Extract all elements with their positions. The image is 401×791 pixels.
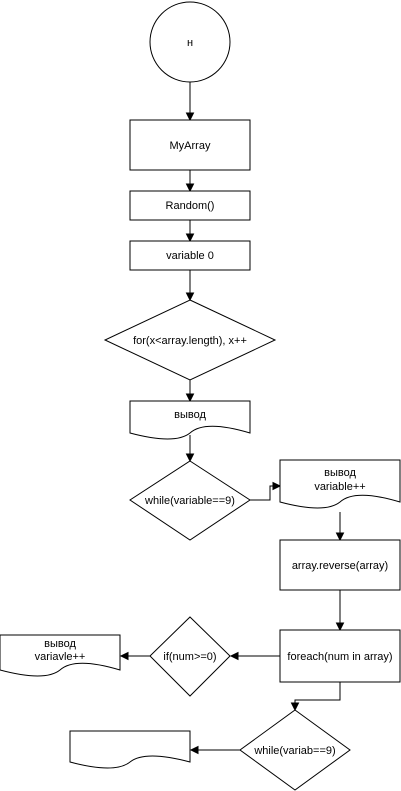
myarray-box — [129, 119, 251, 171]
if-num-node: if(num>=0) — [149, 616, 231, 697]
output1-document — [129, 400, 251, 440]
output3-line2: variavle++ — [35, 651, 86, 663]
while1-label: while(variable==9) — [144, 495, 235, 507]
variable-label: variable 0 — [166, 250, 214, 262]
output3-line1: вывод — [44, 638, 76, 650]
start-circle — [149, 1, 231, 83]
reverse-label: array.reverse(array) — [292, 560, 388, 572]
myarray-node: MyArray — [129, 119, 251, 171]
arrowhead — [185, 292, 195, 302]
arrowhead — [185, 183, 195, 193]
arrowhead — [290, 702, 300, 712]
arrowhead — [229, 651, 239, 661]
foreach-box — [279, 629, 401, 683]
for-loop-label: for(x<array.length), x++ — [133, 335, 247, 347]
output2-line2: variable++ — [314, 481, 365, 493]
output3-document — [0, 634, 121, 677]
arrowhead — [185, 393, 195, 403]
while1-node: while(variable==9) — [129, 460, 251, 541]
variable-node: variable 0 — [129, 240, 251, 271]
while2-node: while(variab==9) — [239, 709, 351, 791]
if-num-diamond — [149, 616, 231, 697]
arrowhead — [335, 622, 345, 632]
random-box — [129, 190, 251, 221]
arrowhead — [119, 651, 129, 661]
foreach-node: foreach(num in array) — [279, 629, 401, 683]
edge-while1-to-output2 — [250, 485, 274, 501]
reverse-node: array.reverse(array) — [279, 539, 401, 591]
output2-line1: вывод — [324, 467, 356, 479]
random-label: Random() — [166, 200, 215, 212]
output2-node: вывод variable++ — [279, 459, 401, 509]
output1-node: вывод — [129, 400, 251, 440]
while2-label: while(variab==9) — [253, 745, 335, 757]
start-label: н — [187, 37, 193, 49]
edge-foreach-to-while2 — [294, 682, 341, 704]
reverse-box — [279, 539, 401, 591]
arrowhead — [185, 112, 195, 122]
arrowhead — [185, 453, 195, 463]
random-node: Random() — [129, 190, 251, 221]
output1-label: вывод — [174, 409, 206, 421]
myarray-label: MyArray — [170, 140, 211, 152]
arrowhead — [272, 481, 282, 491]
edges — [119, 82, 345, 755]
arrowhead — [335, 532, 345, 542]
while1-diamond — [129, 460, 251, 541]
output2-document — [279, 459, 401, 509]
for-loop-diamond — [103, 299, 277, 381]
variable-box — [129, 240, 251, 271]
arrowhead — [189, 745, 199, 755]
start-node: н — [149, 1, 231, 83]
while2-diamond — [239, 709, 351, 791]
foreach-label: foreach(num in array) — [287, 651, 392, 663]
output3-node: вывод variavle++ — [0, 634, 121, 677]
arrowhead — [185, 233, 195, 243]
output4-node — [69, 730, 191, 769]
output4-document — [69, 730, 191, 769]
if-num-label: if(num>=0) — [163, 651, 216, 663]
for-loop-node: for(x<array.length), x++ — [103, 299, 277, 381]
